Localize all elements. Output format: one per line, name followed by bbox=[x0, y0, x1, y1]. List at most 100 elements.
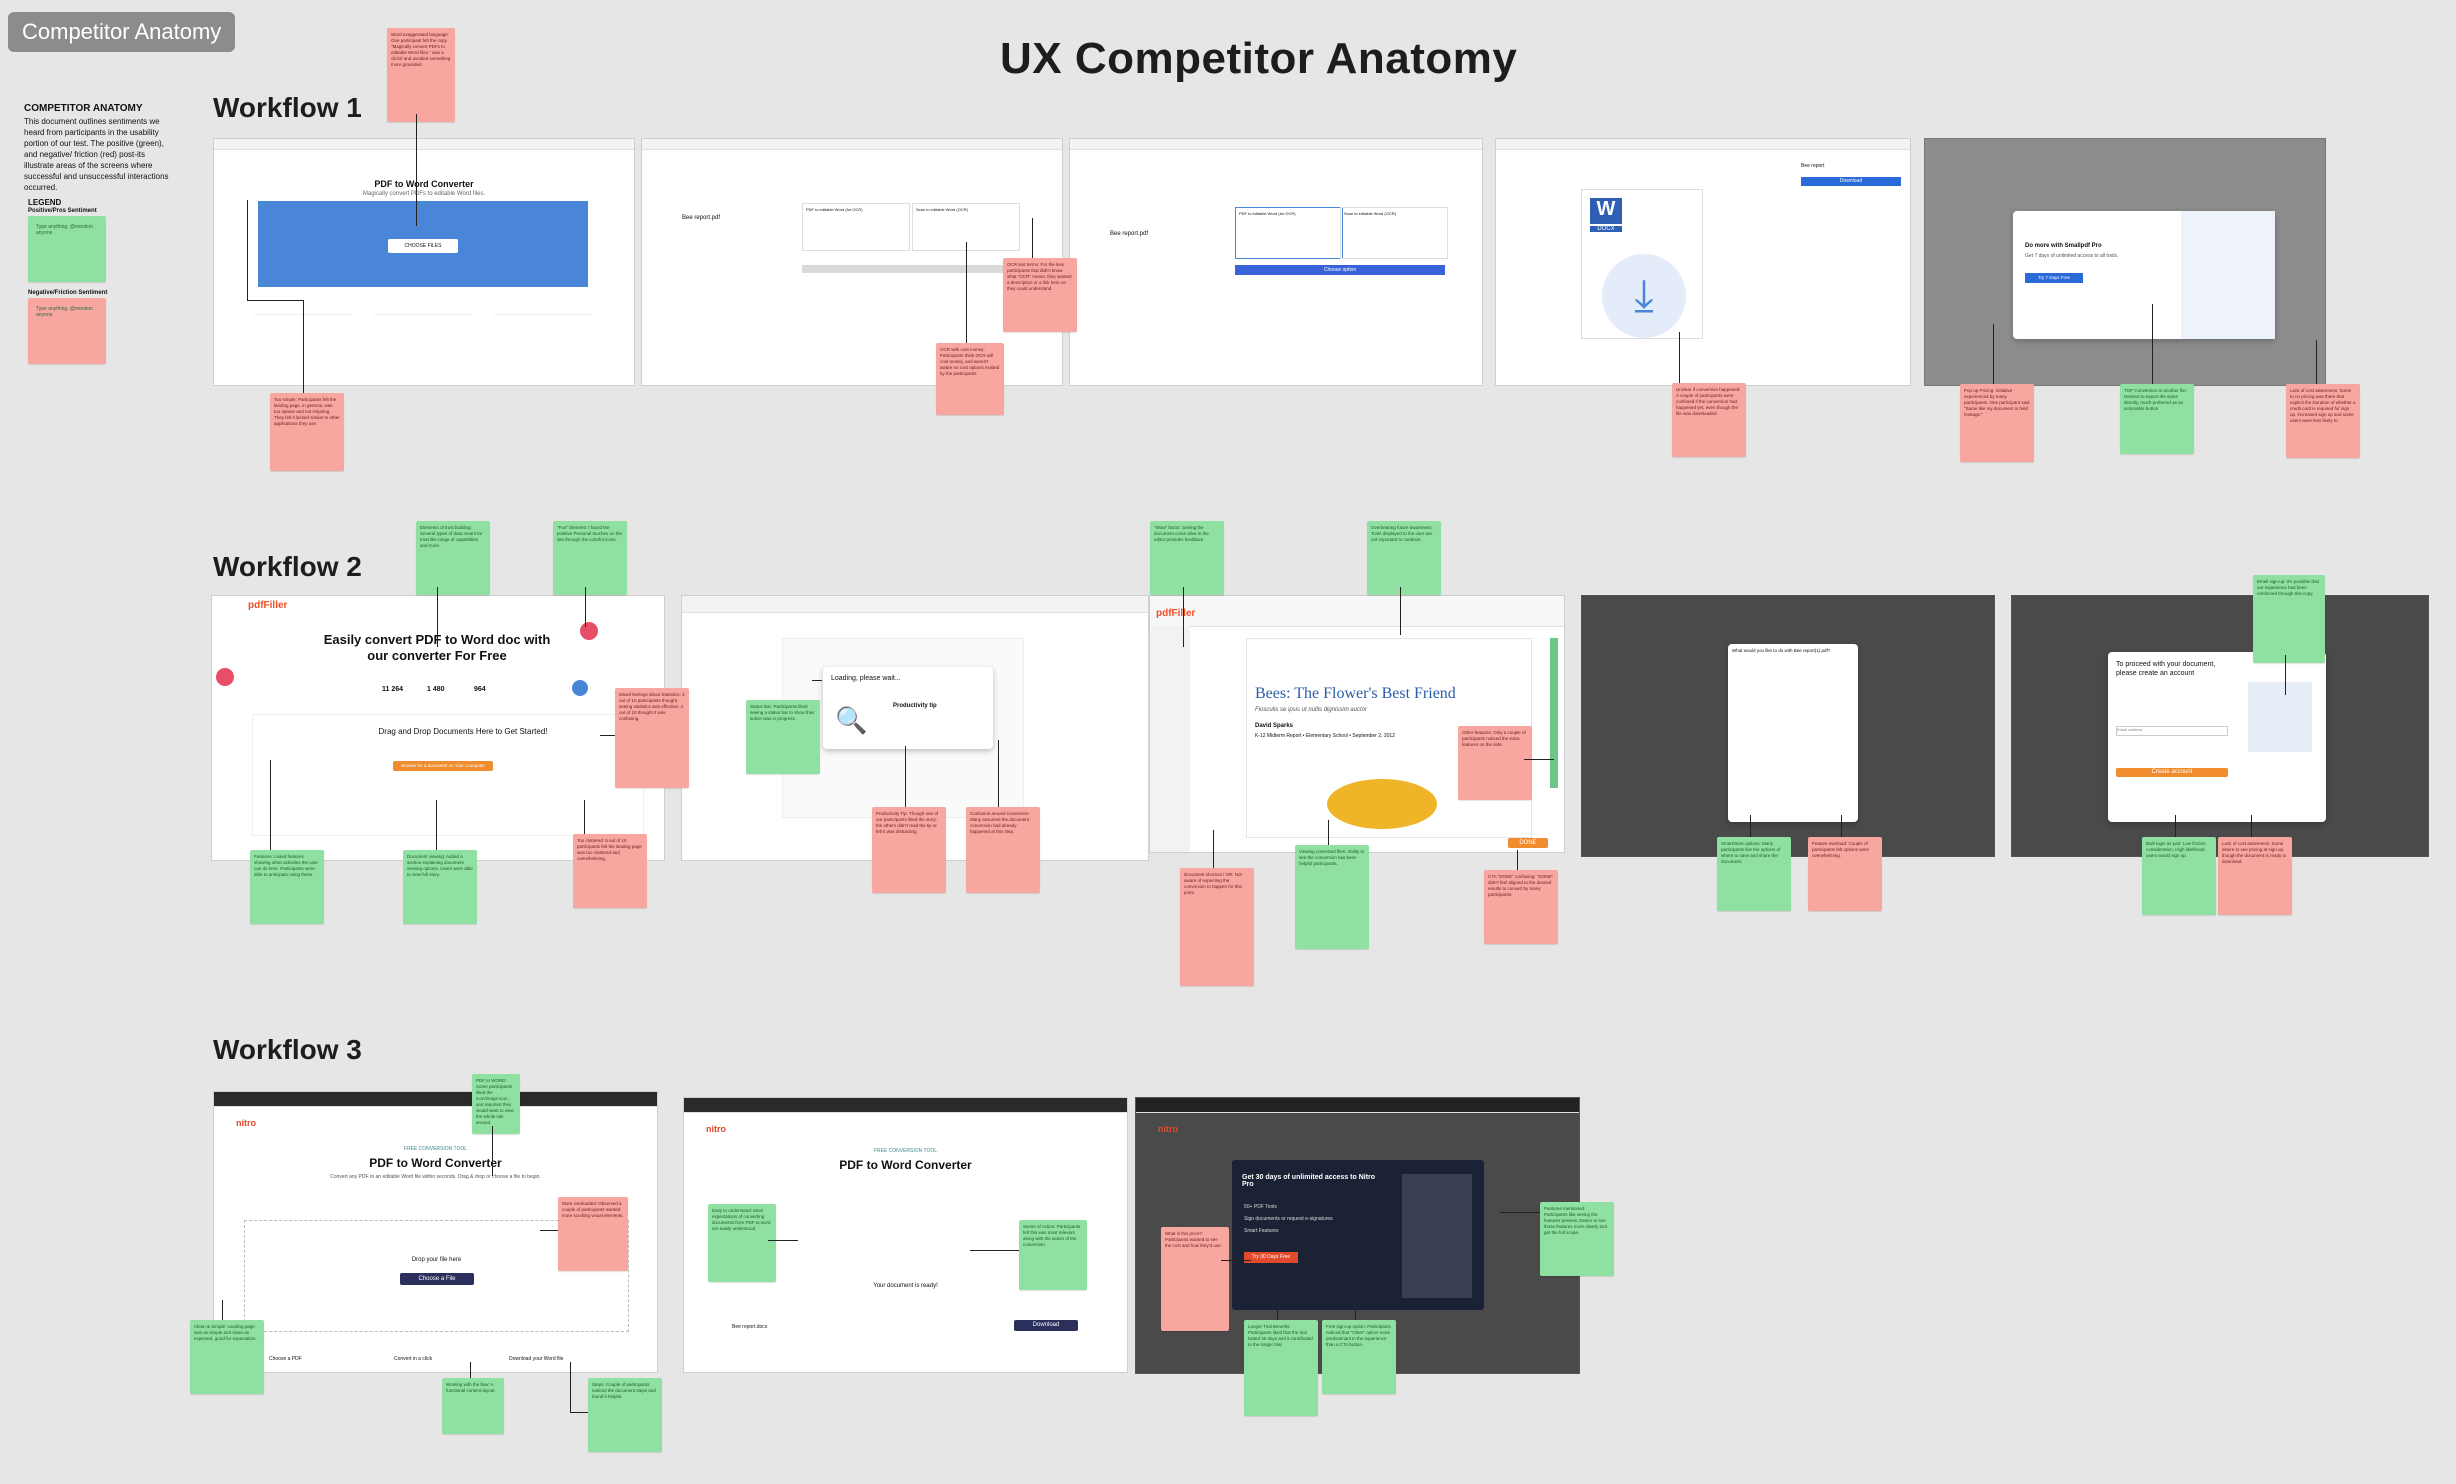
w1s2-choose-bar[interactable] bbox=[802, 265, 1012, 273]
w3s1-drop-zone[interactable]: Drop your file here Choose a File bbox=[244, 1220, 629, 1332]
note-w2-cost-awareness[interactable]: Lack of cost awareness: Some desire to s… bbox=[2218, 837, 2292, 915]
w1s4-download-button[interactable]: Download bbox=[1801, 177, 1901, 186]
w1s3-option-1[interactable]: PDF to editable Word (for OCR) bbox=[1235, 207, 1343, 259]
note-w2-statistics[interactable]: Mixed feelings about Statistics: 3 out o… bbox=[615, 688, 689, 788]
w3s1-choose-button[interactable]: Choose a File bbox=[400, 1273, 474, 1285]
note-w3-features-mentioned[interactable]: Features mentioned: Participants like se… bbox=[1540, 1202, 1614, 1276]
note-w3-sense-of-action[interactable]: Sense of Action: Participants felt this … bbox=[1019, 1220, 1087, 1290]
note-w1-word-language[interactable]: Word exaggerated language: One participa… bbox=[387, 28, 455, 122]
w1s3-choose-button[interactable]: Choose option bbox=[1235, 265, 1445, 275]
w2s5-doc-preview bbox=[2248, 682, 2312, 752]
note-w3-more-overloaded[interactable]: More overloaded: Observed a couple of pa… bbox=[558, 1197, 628, 1271]
note-w3-pdf-to-word[interactable]: PDF to WORD: Some participants liked the… bbox=[472, 1074, 520, 1134]
w1s1-choose-button[interactable]: CHOOSE FILES bbox=[388, 239, 458, 253]
note-w1-unclear[interactable]: Unclear if conversion happened: A couple… bbox=[1672, 383, 1746, 457]
note-w2-trust-building[interactable]: Elements of trust building: Several type… bbox=[416, 521, 490, 595]
note-w2-status-bar[interactable]: Status Bar: Participants liked seeing a … bbox=[746, 700, 820, 774]
note-text: Lack of cost awareness: Some desire to s… bbox=[2222, 841, 2287, 864]
note-w3-clean-simple[interactable]: Clean & Simple: Landing page was as simp… bbox=[190, 1320, 264, 1394]
w2s1-stat-3: 964 bbox=[474, 686, 486, 693]
note-w2-conversion-confusion[interactable]: Confusion around conversion: Many assume… bbox=[966, 807, 1040, 893]
legend-positive-note[interactable]: Type anything, @mention anyone bbox=[28, 216, 106, 282]
connector-line bbox=[1213, 830, 1214, 868]
w2s5-email-field[interactable]: Email address bbox=[2116, 726, 2228, 736]
connector-line bbox=[1277, 1300, 1278, 1320]
note-text: CTA "DONE" confusing: "DONE" didn't feel… bbox=[1488, 874, 1554, 897]
note-w2-document-shortcut[interactable]: Document shortcut / OR: Not aware of exp… bbox=[1180, 868, 1254, 986]
w2s1-blue-badge bbox=[572, 680, 588, 696]
note-w1-ocr-terms[interactable]: OCR text terms: For the less participant… bbox=[1003, 258, 1077, 332]
w2-screen-4: What would you like to do with Bee repor… bbox=[1581, 595, 1995, 857]
note-w2-too-cluttered[interactable]: Too cluttered: 5 out of 10 participants … bbox=[573, 834, 647, 908]
note-w2-built-login[interactable]: Built login as pair: Low friction consid… bbox=[2142, 837, 2216, 915]
w2s1-upload-button[interactable]: Browse for a document on Your Computer bbox=[393, 761, 493, 771]
note-text: Confusion around conversion: Many assume… bbox=[970, 811, 1030, 834]
w2s3-thumbnails[interactable] bbox=[1150, 626, 1190, 852]
w1s3-option-2[interactable]: Scan to editable Word (OCR) bbox=[1340, 207, 1448, 259]
note-w2-future-awareness[interactable]: Overbearing future awareness: Tools disp… bbox=[1367, 521, 1441, 595]
w2s3-done-button[interactable]: DONE bbox=[1508, 838, 1548, 848]
w3s1-step-1: Choose a PDF bbox=[269, 1356, 302, 1362]
w2s1-top-badge bbox=[580, 622, 598, 640]
w3s3-modal: Get 30 days of unlimited access to Nitro… bbox=[1232, 1160, 1484, 1310]
connector-line bbox=[584, 800, 585, 834]
w1s5-trial-button[interactable]: Try 7 Days Free bbox=[2025, 273, 2083, 283]
note-w1-ocr-cost[interactable]: OCR with cost money: Participants think … bbox=[936, 343, 1004, 415]
connector-line bbox=[812, 680, 822, 681]
w2s3-author: David Sparks bbox=[1255, 723, 1294, 729]
connector-line bbox=[1500, 1212, 1540, 1213]
note-w3-easy-understand[interactable]: Easy to understand: Most expectations of… bbox=[708, 1204, 776, 1282]
note-w2-productivity-tip[interactable]: Productivity Tip: Though one of our part… bbox=[872, 807, 946, 893]
w2s2-tip-title: Productivity tip bbox=[893, 703, 937, 709]
note-w2-wow-factor[interactable]: "Wow" factor: Seeing the document come a… bbox=[1150, 521, 1224, 595]
w1s2-toolbar bbox=[642, 139, 1062, 150]
w2s3-side-features[interactable] bbox=[1550, 638, 1558, 788]
note-w2-features[interactable]: Features: Listed features showing other … bbox=[250, 850, 324, 924]
note-text: Clean & Simple: Landing page was as simp… bbox=[194, 1324, 257, 1341]
w2s1-stat-2: 1 480 bbox=[427, 686, 445, 693]
note-text: Features: Listed features showing other … bbox=[254, 854, 319, 877]
note-w3-longer-trial[interactable]: Longer Trial Benefits: Participants like… bbox=[1244, 1320, 1318, 1416]
w3s3-trial-button[interactable]: Try 30 Days Free bbox=[1244, 1252, 1298, 1263]
note-w1-too-simple[interactable]: Too simple: Participants felt the landin… bbox=[270, 393, 344, 471]
page-tag[interactable]: Competitor Anatomy bbox=[8, 12, 236, 52]
note-w3-steps[interactable]: Steps: Couple of participants noticed th… bbox=[588, 1378, 662, 1452]
note-w2-viewing-converted[interactable]: Viewing converted files: Ability to see … bbox=[1295, 845, 1369, 949]
note-w3-free-signup[interactable]: Free sign-up option: Participants notice… bbox=[1322, 1320, 1396, 1394]
note-w2-other-features[interactable]: Other features: Only a couple of partici… bbox=[1458, 726, 1532, 800]
note-w2-smartstore[interactable]: SmartStore options: Many participants li… bbox=[1717, 837, 1791, 911]
w2s5-email-placeholder: Email address bbox=[2117, 727, 2143, 732]
note-text: Elements of trust building: Several type… bbox=[420, 525, 483, 548]
connector-line bbox=[270, 760, 271, 850]
note-w2-done-confusing[interactable]: CTA "DONE" confusing: "DONE" didn't feel… bbox=[1484, 870, 1558, 944]
note-w2-document-viewing[interactable]: Document viewing: Added a section explai… bbox=[403, 850, 477, 924]
connector-line bbox=[492, 1126, 493, 1176]
note-w2-feature-overload[interactable]: Feature overload: Couple of participants… bbox=[1808, 837, 1882, 911]
legend-negative-note[interactable]: Type anything, @mention anyone bbox=[28, 298, 106, 364]
w1s2-option-2-label: Scan to editable Word (OCR) bbox=[916, 207, 968, 212]
note-w2-fun-element[interactable]: "Fun" Element: I found the positive Pers… bbox=[553, 521, 627, 595]
w1s1-drop-zone[interactable]: CHOOSE FILES bbox=[258, 201, 588, 287]
note-text: Productivity Tip: Though one of our part… bbox=[876, 811, 938, 834]
note-w2-email-signup[interactable]: Email sign-up: It's possible that our ex… bbox=[2253, 575, 2325, 663]
w2s1-drop-panel[interactable]: Drag and Drop Documents Here to Get Star… bbox=[252, 714, 644, 836]
connector-line bbox=[1750, 815, 1751, 837]
note-text: Unclear if conversion happened: A couple… bbox=[1676, 387, 1741, 416]
legend-negative-text: Type anything, @mention anyone bbox=[36, 306, 93, 318]
w3s2-download-button[interactable]: Download bbox=[1014, 1320, 1078, 1331]
w3s1-pill: FREE CONVERSION TOOL bbox=[403, 1146, 468, 1152]
note-w3-working-flow[interactable]: Working with the flow: A functional cont… bbox=[442, 1378, 504, 1434]
connector-line bbox=[1183, 587, 1184, 647]
w1s2-option-1[interactable]: PDF to editable Word (for OCR) bbox=[802, 203, 910, 251]
w2s5-dialog: To proceed with your document, please cr… bbox=[2108, 652, 2326, 822]
note-w1-cost-awareness[interactable]: Lack of cost awareness: Some to no prici… bbox=[2286, 384, 2360, 458]
w2s5-create-button[interactable]: Create account bbox=[2116, 768, 2228, 777]
w3s3-feature-2: Sign documents or request e-signatures bbox=[1244, 1216, 1333, 1222]
connector-line bbox=[1328, 820, 1329, 845]
note-text: Word exaggerated language: One participa… bbox=[391, 32, 451, 67]
note-text: What is this price?: Participants wanted… bbox=[1165, 1231, 1222, 1248]
w1s4-preview: W DOCX ⤓ bbox=[1581, 189, 1703, 339]
note-w1-top-conversion[interactable]: TOP Conversion to another file: Desired … bbox=[2120, 384, 2194, 454]
note-w3-price[interactable]: What is this price?: Participants wanted… bbox=[1161, 1227, 1229, 1331]
note-w1-popup-pricing[interactable]: Pop up Pricing: Initiative experienced b… bbox=[1960, 384, 2034, 462]
